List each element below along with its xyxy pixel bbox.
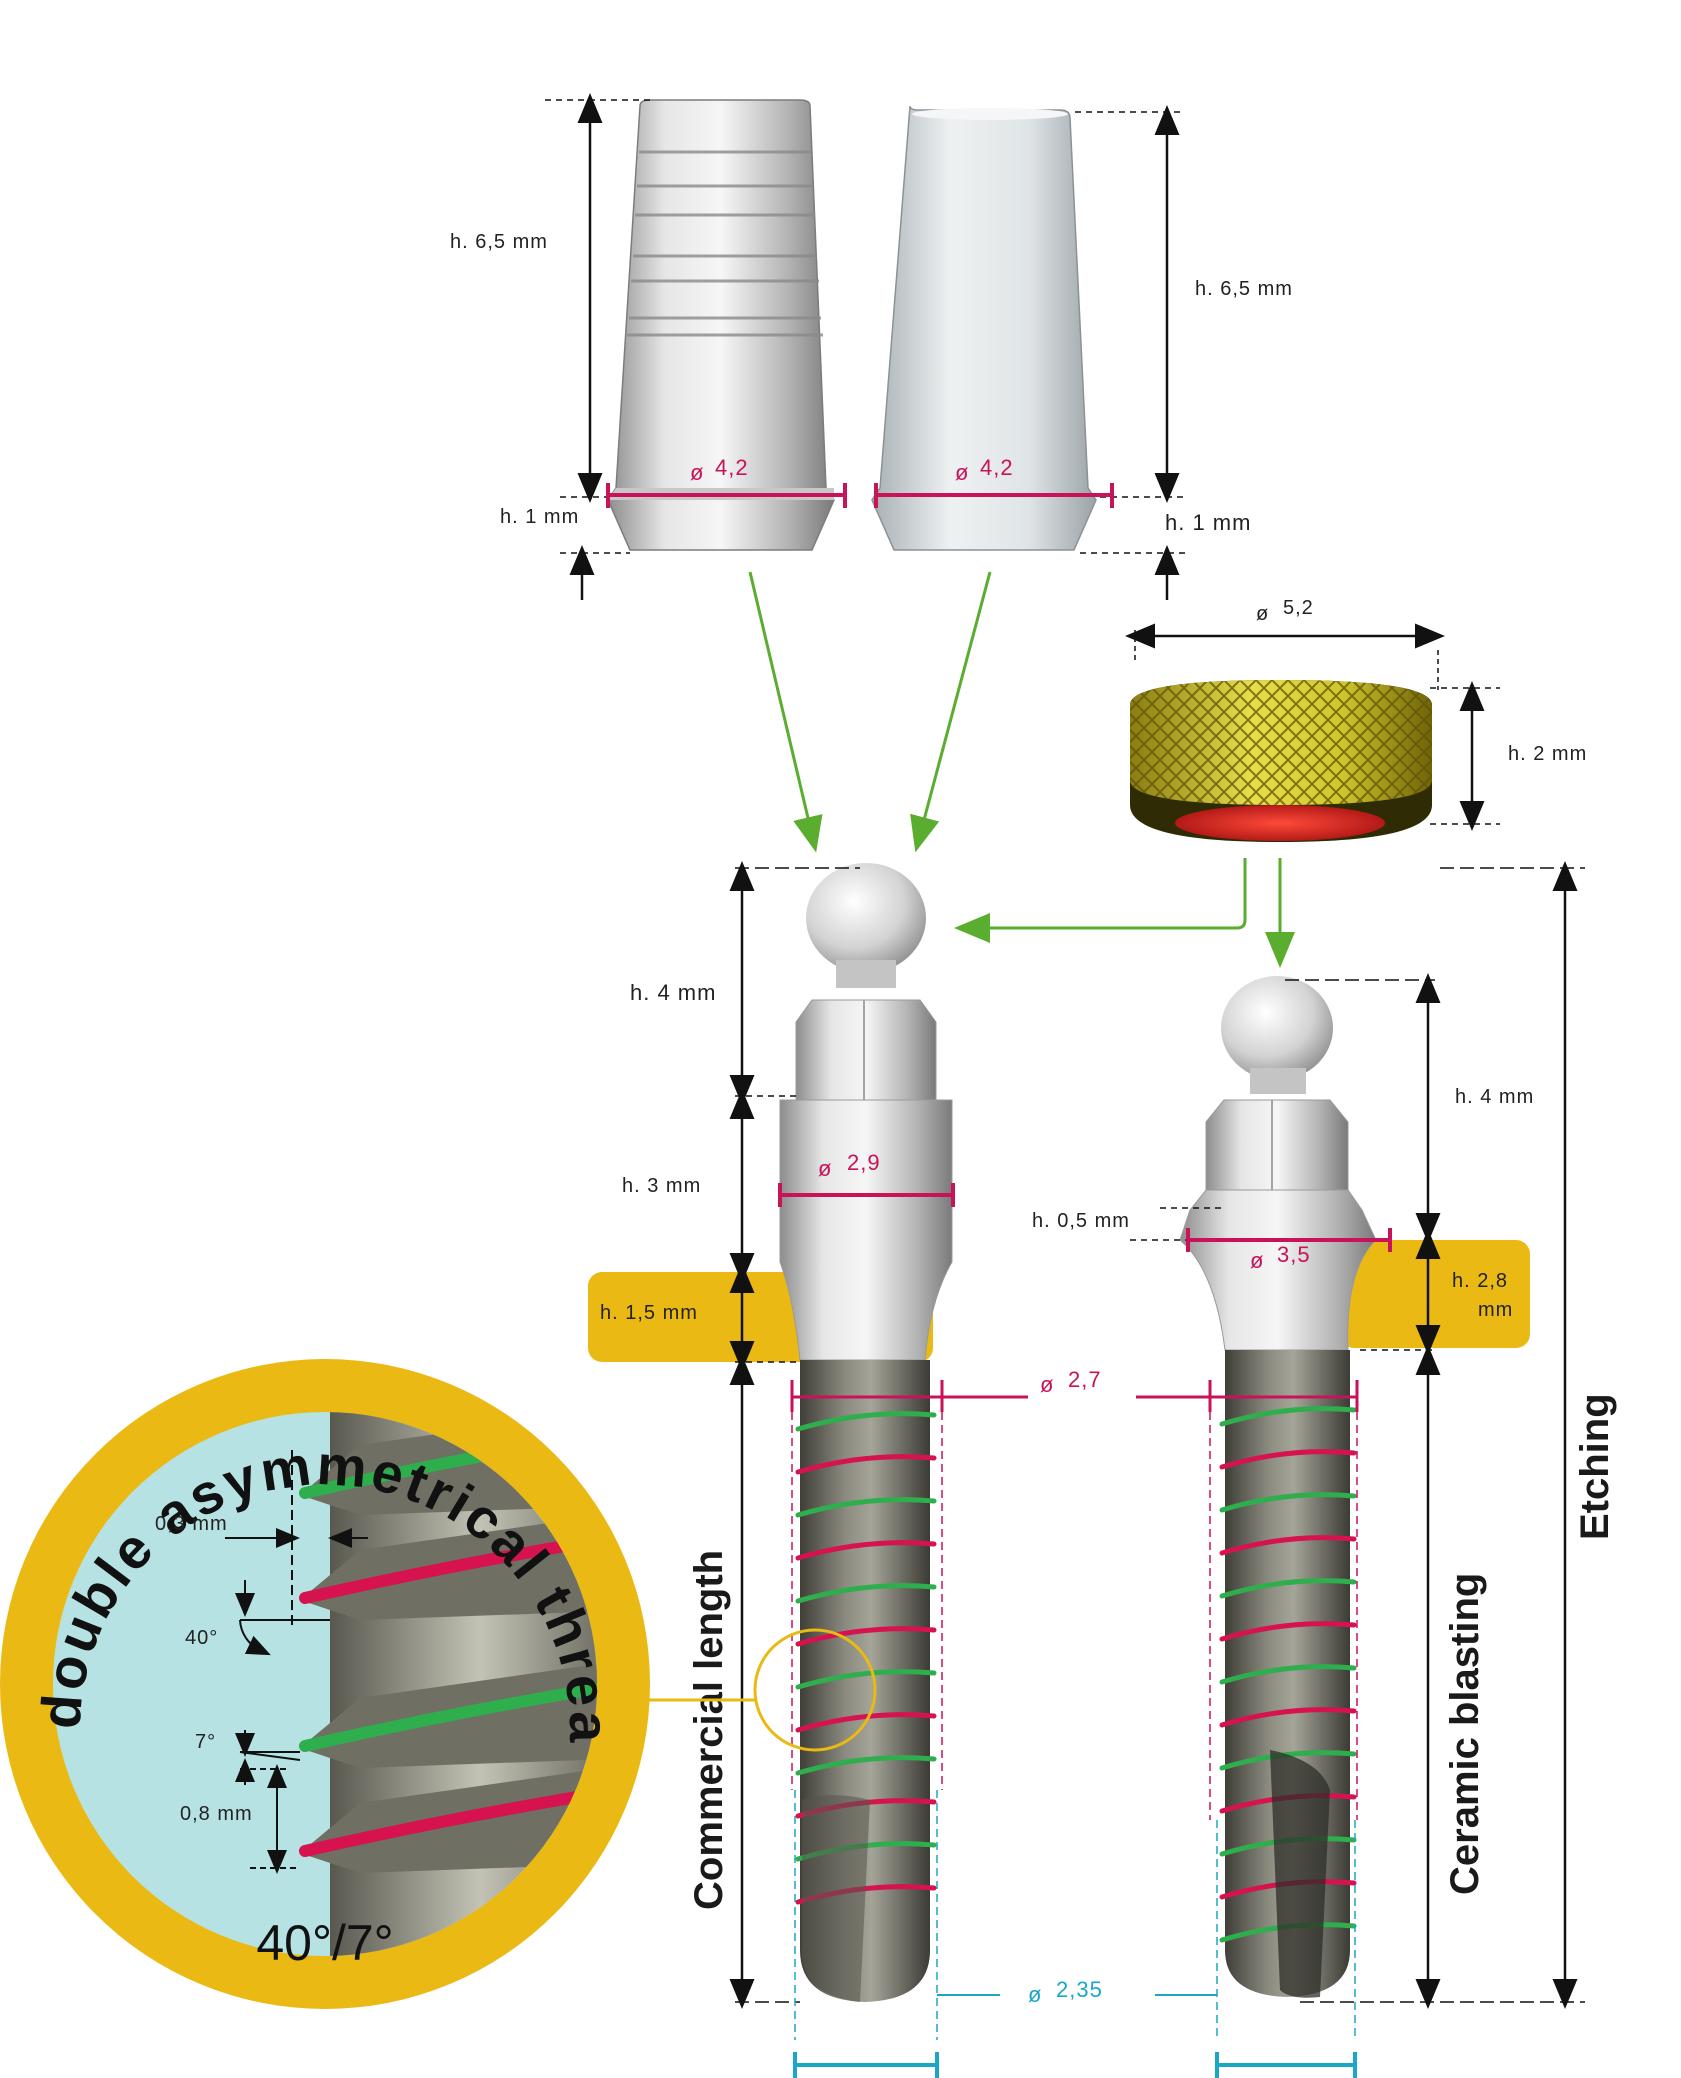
left-implant-dimensions (729, 861, 860, 2009)
left-collar-height: h. 3 mm (622, 1175, 701, 1197)
right-implant-dimensions (1130, 861, 1585, 2009)
diameter-symbol-icon: ø (1250, 1248, 1264, 1273)
left-collar-diameter: 2,9 (847, 1150, 881, 1175)
thread-guides (791, 1412, 1358, 1820)
metal-cap (607, 99, 835, 551)
left-cap-diameter: 4,2 (715, 455, 749, 480)
diameter-symbol-icon: ø (690, 460, 704, 485)
thread-line (299, 1682, 597, 1752)
right-step-height: h. 0,5 mm (1032, 1210, 1130, 1232)
right-collar-diameter: 3,5 (1277, 1242, 1311, 1267)
thread-line (1219, 1492, 1357, 1513)
ceramic-blasting-label: Ceramic blasting (1443, 1573, 1487, 1895)
apex-diameter: 2,35 (1056, 1977, 1103, 2002)
right-cap-collar-height: h. 1 mm (1165, 510, 1251, 535)
left-cap-diameter-bar (606, 483, 847, 508)
detail-callout-circle (753, 1628, 877, 1752)
thread-line (1219, 1406, 1357, 1427)
ring-cap-diameter: 5,2 (1283, 597, 1314, 619)
thread-line (1219, 1707, 1357, 1728)
thread-line (795, 1669, 937, 1690)
left-cap-dimensions (545, 93, 650, 600)
diameter-symbol-icon: ø (818, 1156, 832, 1181)
thread-diameter-bars (790, 1380, 1359, 1412)
thread-line (1219, 1750, 1357, 1771)
left-gingival-height: h. 1,5 mm (600, 1302, 698, 1324)
thread-line (1219, 1535, 1357, 1556)
thread-line (795, 1755, 937, 1776)
upper-flank-angle: 40° (185, 1627, 218, 1649)
right-gingival-unit: mm (1478, 1299, 1513, 1321)
implant-left (779, 863, 953, 2002)
diameter-symbol-icon: ø (1256, 603, 1269, 625)
ring-cap-height: h. 2 mm (1508, 743, 1587, 765)
commercial-length-label: Commercial length (687, 1550, 731, 1910)
gingival-band-right (1340, 1240, 1530, 1348)
thread-line (795, 1540, 937, 1561)
right-gingival-height: h. 2,8 (1452, 1270, 1508, 1292)
diameter-symbol-icon: ø (1028, 1982, 1042, 2007)
thread-line (795, 1626, 937, 1647)
green-arrows (748, 571, 1295, 968)
thread-line (795, 1712, 937, 1733)
thread-detail: a double asymmetrical thread 40°/7° 0,3 … (0, 0, 650, 2009)
right-cap-diameter: 4,2 (980, 455, 1014, 480)
thread-line (1219, 1449, 1357, 1470)
right-cap-diameter-bar (874, 483, 1114, 508)
thread-line (299, 1787, 597, 1857)
thread-line (795, 1583, 937, 1604)
ring-cap-dimensions (1125, 623, 1500, 831)
lower-flank-angle: 7° (195, 1731, 216, 1753)
thread-angle-label: 40°/7° (256, 1915, 393, 1971)
thread-line (1219, 1578, 1357, 1599)
left-collar-diameter-bar (778, 1183, 955, 1207)
apex-diameter-bars (793, 1790, 1357, 2078)
plastic-cap (871, 105, 1097, 551)
right-cap-height: h. 6,5 mm (1195, 278, 1293, 300)
thread-line (1219, 1621, 1357, 1642)
left-ball-height: h. 4 mm (630, 980, 716, 1005)
left-cap-collar-height: h. 1 mm (500, 506, 579, 528)
right-ball-height: h. 4 mm (1455, 1086, 1534, 1108)
implant-right (1179, 976, 1377, 1998)
right-collar-diameter-bar (1186, 1228, 1392, 1252)
knurled-retention-cap (1130, 680, 1432, 842)
diameter-symbol-icon: ø (955, 460, 969, 485)
etching-label: Etching (1573, 1393, 1617, 1540)
right-cap-dimensions (1075, 105, 1185, 600)
thread-line (1219, 1664, 1357, 1685)
left-cap-height: h. 6,5 mm (450, 231, 548, 253)
diameter-symbol-icon: ø (1040, 1372, 1054, 1397)
thread-line (795, 1454, 937, 1475)
thread-depth: 0,3 mm (155, 1513, 228, 1535)
thread-diameter: 2,7 (1068, 1367, 1102, 1392)
thread-line (795, 1497, 937, 1518)
thread-pitch: 0,8 mm (180, 1803, 253, 1825)
thread-line (795, 1411, 937, 1432)
